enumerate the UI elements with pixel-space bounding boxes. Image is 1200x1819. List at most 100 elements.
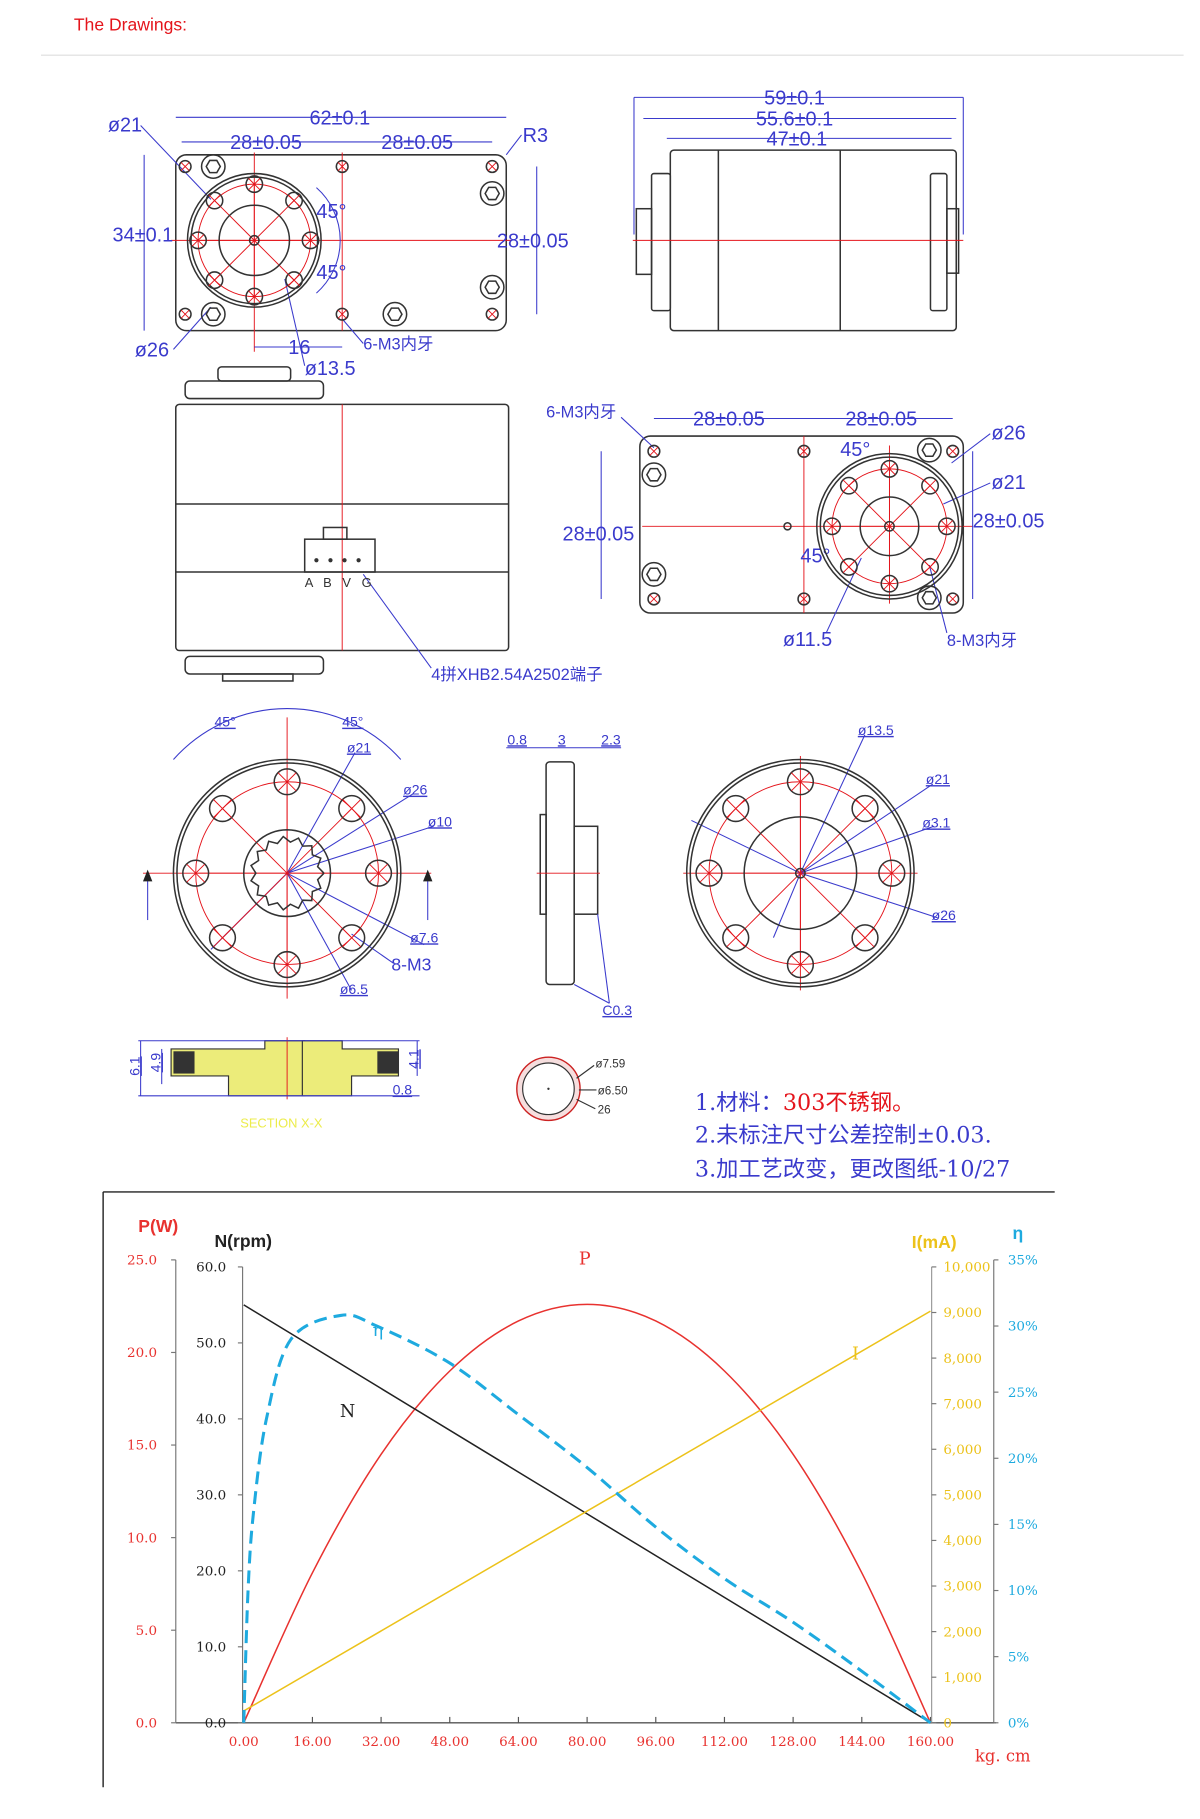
bolt-hole-icon — [786, 768, 815, 796]
bolt-hole-icon — [273, 768, 301, 796]
mount-hole-icon — [946, 592, 960, 606]
connector-icon — [303, 538, 376, 573]
center-hole — [248, 234, 260, 246]
flange-outline-inner — [689, 762, 912, 985]
center-ray — [735, 808, 801, 874]
I-tick-label: 8,000 — [943, 1351, 982, 1367]
dim-offset: 16 — [288, 337, 310, 359]
I-tick-label: 0 — [943, 1715, 952, 1731]
spline-teeth — [250, 835, 325, 911]
hole-cross — [248, 290, 261, 303]
bolt-hole-icon — [839, 476, 858, 495]
note-1-material: 303不锈钢。 — [783, 1090, 914, 1116]
P-tick-label: 20.0 — [127, 1345, 157, 1361]
flange-outline — [186, 172, 322, 308]
section-view: 6.1 4.9 4.1 0.8 SECTION X-X — [126, 1037, 421, 1130]
hole-cross — [726, 928, 746, 948]
I-tick-label: 6,000 — [943, 1442, 982, 1458]
dim-inner-diameter: ø6.50 — [598, 1085, 628, 1098]
hole-cross — [487, 309, 497, 319]
N-tick-label: 0.0 — [205, 1715, 226, 1731]
hex-socket-icon — [479, 181, 505, 206]
flange-back-view: ø13.5 ø21 ø3.1 ø26 — [683, 722, 956, 991]
dim-hole-spacing-right: 28±0.05 — [845, 409, 917, 431]
P-tick-label: 0.0 — [136, 1715, 157, 1731]
mount-hole-icon — [797, 592, 811, 606]
hole-cross — [342, 799, 362, 818]
dim-hole-spacing-right: 28±0.05 — [381, 132, 453, 154]
flange-front-view: 45° 45° ø21 ø26 ø10 ø7.6 8-M3 ø6.5 — [142, 708, 452, 999]
mount-hole-icon — [797, 444, 811, 458]
I-tick-label: 7,000 — [943, 1396, 982, 1412]
mount-hole-icon — [335, 159, 349, 174]
hub-circle — [743, 816, 858, 931]
hole-cross — [923, 560, 937, 573]
axis-title-speed: N(rpm) — [214, 1231, 272, 1251]
dim-angle-right: 45° — [342, 714, 363, 730]
bolt-hole-icon — [937, 517, 956, 536]
center-ray — [735, 872, 801, 939]
flange-outline — [816, 452, 963, 600]
N-tick-label: 10.0 — [196, 1639, 226, 1655]
hex-shape — [387, 307, 403, 322]
bolt-hole-icon — [205, 271, 224, 290]
mount-hole-icon — [178, 307, 192, 321]
hub-circle — [859, 496, 920, 557]
dim-angle-bottom: 45° — [800, 546, 830, 568]
center-ray — [222, 872, 288, 939]
hex-shape — [205, 307, 222, 322]
bolt-hole-icon — [921, 476, 940, 495]
dim-angle-left: 45° — [214, 714, 235, 730]
technical-drawing: 62±0.1 28±0.05 28±0.05 34±0.1 28±0.05 R3… — [108, 87, 1045, 1182]
dim-hole-spacing-left: 28±0.05 — [230, 132, 302, 154]
bolt-hole-icon — [245, 287, 264, 306]
efficiency-curve — [242, 1313, 932, 1724]
dim-vertical-spacing-right: 28±0.05 — [973, 510, 1045, 532]
note-1-prefix: 1.材料： — [695, 1090, 783, 1116]
hex-socket-icon — [382, 301, 408, 327]
flange-side-view: 0.8 3 2.3 C0.3 — [506, 731, 632, 1018]
bolt-hole-icon — [208, 924, 237, 952]
hole-cross — [883, 462, 896, 475]
I-tick-label: 10,000 — [943, 1260, 990, 1276]
center-ray — [800, 872, 866, 939]
P-tick-label: 25.0 — [127, 1253, 157, 1269]
dim-vertical-spacing-left: 28±0.05 — [563, 523, 635, 545]
bolt-hole-icon — [851, 924, 879, 952]
dim-corner-radius: R3 — [523, 125, 548, 147]
hole-cross — [855, 928, 875, 948]
hole-cross — [842, 560, 855, 573]
dim-hub-diameter: ø13.5 — [858, 722, 894, 738]
hex-shape — [484, 280, 501, 295]
hole-cross — [699, 863, 719, 883]
dim-outer-diameter: ø7.59 — [595, 1058, 625, 1071]
axis-title-power: P(W) — [138, 1216, 178, 1236]
x-tick-label: 64.00 — [499, 1734, 538, 1750]
back-view: 6-M3内牙 28±0.05 28±0.05 ø26 ø21 28±0.05 2… — [546, 403, 1044, 651]
hole-cross — [649, 594, 659, 604]
flange-outline-inner — [190, 176, 319, 305]
speed-curve — [243, 1304, 931, 1724]
series-label-current: I — [852, 1345, 859, 1365]
eta-tick-label: 5% — [1008, 1649, 1030, 1665]
bolt-hole-icon — [851, 794, 879, 823]
dim-step: 0.8 — [393, 1082, 413, 1098]
center-ray — [253, 200, 295, 241]
dim-vertical-spacing: 28±0.05 — [497, 230, 569, 252]
x-tick-label: 0.00 — [229, 1734, 259, 1750]
dim-center-hole: ø3.1 — [922, 814, 950, 830]
dim-body-height: 4.9 — [148, 1053, 164, 1073]
dim-body-length: 47±0.1 — [767, 128, 828, 150]
hole-cross — [208, 194, 221, 207]
dim-overall-width: 62±0.1 — [309, 107, 370, 129]
x-tick-label: 96.00 — [637, 1734, 676, 1750]
hex-shape — [921, 590, 938, 605]
x-tick-label: 80.00 — [568, 1734, 607, 1750]
axis-title-efficiency: η — [1013, 1223, 1024, 1243]
eta-tick-label: 30% — [1008, 1319, 1038, 1335]
hole-cross — [213, 799, 232, 818]
N-tick-label: 50.0 — [196, 1336, 226, 1352]
bolt-hole-icon — [695, 859, 723, 887]
dim-root-diameter: ø6.5 — [340, 981, 368, 997]
dim-thickness-c: 2.3 — [601, 731, 621, 747]
